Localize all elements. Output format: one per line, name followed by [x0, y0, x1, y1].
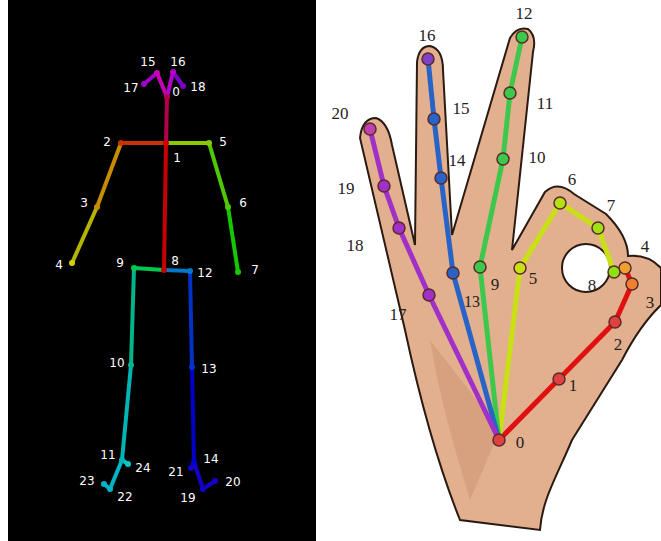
keypoint-number: 9 — [116, 257, 124, 269]
keypoint-number: 20 — [225, 476, 240, 488]
hand-silhouette — [360, 28, 661, 530]
keypoint-number: 24 — [135, 462, 150, 474]
keypoint-number: 10 — [529, 149, 546, 166]
keypoint-number: 7 — [251, 264, 259, 276]
keypoint-number: 10 — [109, 357, 124, 369]
keypoint-number: 13 — [464, 294, 480, 310]
keypoint-number: 14 — [449, 152, 466, 169]
finger-ring-gap — [562, 244, 610, 292]
keypoint-number: 7 — [607, 197, 616, 214]
keypoint-number: 11 — [537, 95, 553, 112]
keypoint-number: 22 — [117, 491, 132, 503]
hand-skeleton — [370, 37, 632, 440]
keypoint-number: 2 — [103, 136, 111, 148]
keypoint-number: 15 — [140, 56, 155, 68]
keypoint-number: 3 — [80, 197, 88, 209]
keypoint-number: 18 — [190, 81, 205, 93]
keypoint-number: 2 — [614, 336, 623, 353]
keypoint-number: 12 — [516, 5, 533, 22]
body-skeleton — [72, 72, 238, 489]
keypoint-number: 8 — [588, 277, 597, 294]
keypoint-number: 0 — [172, 86, 180, 98]
body-keypoints — [69, 69, 241, 492]
hand-keypoints — [364, 31, 638, 446]
keypoint-number: 6 — [568, 171, 577, 188]
keypoint-number: 12 — [197, 267, 212, 279]
keypoint-number: 0 — [516, 434, 525, 451]
keypoint-number: 14 — [203, 453, 218, 465]
keypoint-number: 18 — [347, 237, 364, 254]
keypoint-number: 19 — [180, 492, 195, 504]
keypoint-number: 21 — [168, 466, 183, 478]
keypoint-number: 19 — [338, 180, 355, 197]
keypoint-number: 13 — [201, 363, 216, 375]
body-panel — [8, 0, 316, 541]
keypoint-number: 9 — [491, 276, 500, 293]
keypoint-number: 23 — [79, 475, 94, 487]
keypoint-number: 17 — [123, 82, 138, 94]
keypoint-number: 16 — [419, 27, 436, 44]
keypoint-number: 11 — [100, 449, 115, 461]
keypoint-number: 3 — [646, 294, 655, 311]
keypoint-number: 17 — [390, 306, 407, 323]
keypoint-number: 4 — [641, 238, 650, 255]
keypoint-number: 20 — [332, 105, 349, 122]
keypoint-number: 4 — [55, 259, 63, 271]
keypoint-number: 5 — [219, 136, 227, 148]
keypoint-number: 16 — [170, 56, 185, 68]
keypoint-number: 1 — [569, 377, 578, 394]
keypoint-number: 6 — [239, 197, 247, 209]
keypoint-number: 15 — [453, 100, 470, 117]
keypoint-number: 1 — [173, 152, 181, 164]
keypoint-number: 5 — [529, 270, 538, 287]
keypoint-number: 8 — [171, 255, 179, 267]
